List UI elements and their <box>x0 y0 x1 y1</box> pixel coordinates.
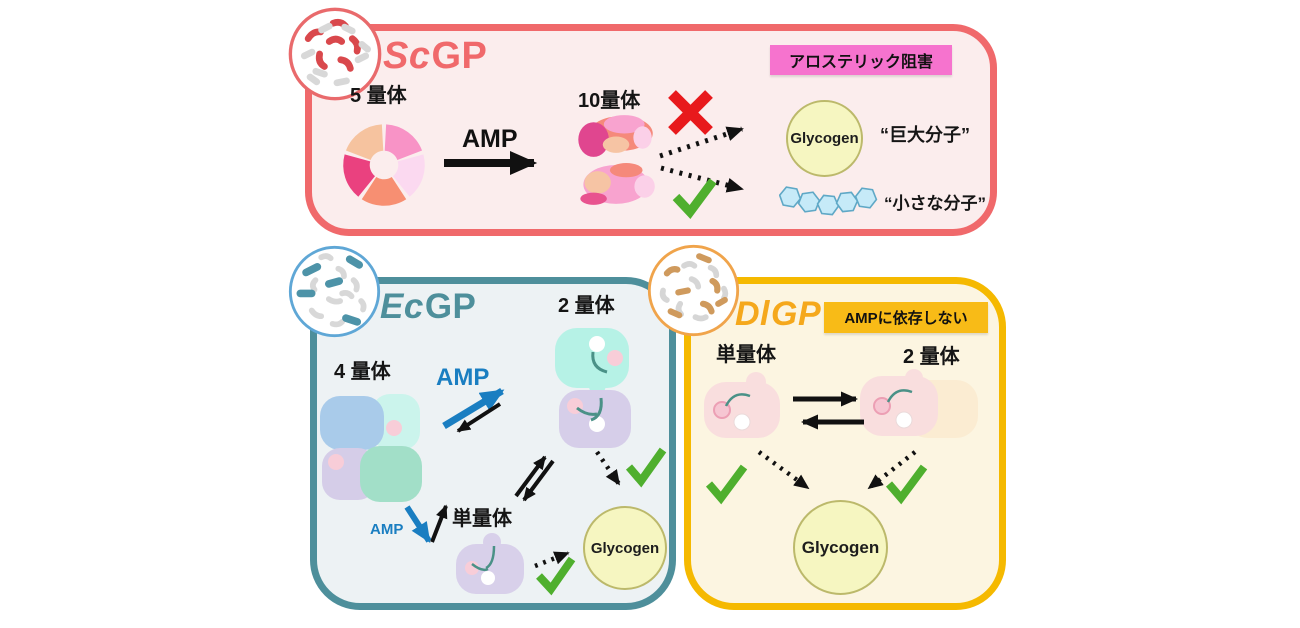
scgp-title: ScGP <box>383 37 487 75</box>
dlgp-title-species: Dl <box>735 295 770 333</box>
ecgp-monomer-illustration <box>456 533 524 594</box>
small-molecule-label: “小さな分子” <box>884 194 986 213</box>
scgp-title-species: Sc <box>383 35 431 77</box>
ecgp-glycogen-circle: Glycogen <box>583 506 667 590</box>
gray-rods <box>300 22 371 87</box>
ecgp-title-protein: GP <box>424 287 477 326</box>
tan-rods <box>663 253 728 319</box>
ecgp-bacteria-icon <box>288 245 381 338</box>
ecgp-dimer-label: 2 量体 <box>558 295 615 317</box>
decamer-bottom-lobe <box>580 163 655 205</box>
small-molecule-hexagon-chain <box>779 186 878 216</box>
scgp-pentamer-label: 5 量体 <box>350 85 407 107</box>
dlgp-dimer-illustration <box>860 369 978 438</box>
gray-rods <box>308 253 367 328</box>
scgp-bacteria-icon <box>288 7 382 101</box>
ecgp-title: EcGP <box>380 289 476 324</box>
scgp-pentamer-illustration <box>343 124 425 206</box>
scgp-decamer-illustration <box>578 115 655 205</box>
dlgp-monomer-label: 単量体 <box>716 344 776 366</box>
dlgp-dimer-label: 2 量体 <box>903 346 960 368</box>
ecgp-tetramer-illustration <box>320 394 422 502</box>
dlgp-title: DlGP <box>735 297 821 331</box>
amp-independent-badge: AMPに依存しない <box>824 302 988 333</box>
ecgp-tetramer-label: 4 量体 <box>334 361 391 383</box>
dlgp-monomer-illustration <box>704 372 780 438</box>
scgp-title-protein: GP <box>431 35 488 77</box>
dlgp-glycogen-circle: Glycogen <box>793 500 888 595</box>
teal-rods <box>296 255 363 326</box>
scgp-decamer-label: 10量体 <box>578 90 641 112</box>
allosteric-inhibition-badge: アロステリック阻害 <box>770 45 952 75</box>
ecgp-dimer-illustration <box>555 328 631 448</box>
ecgp-title-species: Ec <box>380 287 424 326</box>
dlgp-bacteria-icon <box>647 244 740 337</box>
scgp-amp-label: AMP <box>462 125 518 153</box>
ecgp-amp-small-label: AMP <box>370 521 404 538</box>
decamer-top-lobe <box>578 115 653 157</box>
scgp-glycogen-circle: Glycogen <box>786 100 863 177</box>
ecgp-monomer-label: 単量体 <box>452 508 512 530</box>
red-rods <box>304 18 361 72</box>
ecgp-amp-label: AMP <box>436 364 490 391</box>
dlgp-title-protein: GP <box>771 295 822 333</box>
big-molecule-label: “巨大分子” <box>880 125 970 145</box>
